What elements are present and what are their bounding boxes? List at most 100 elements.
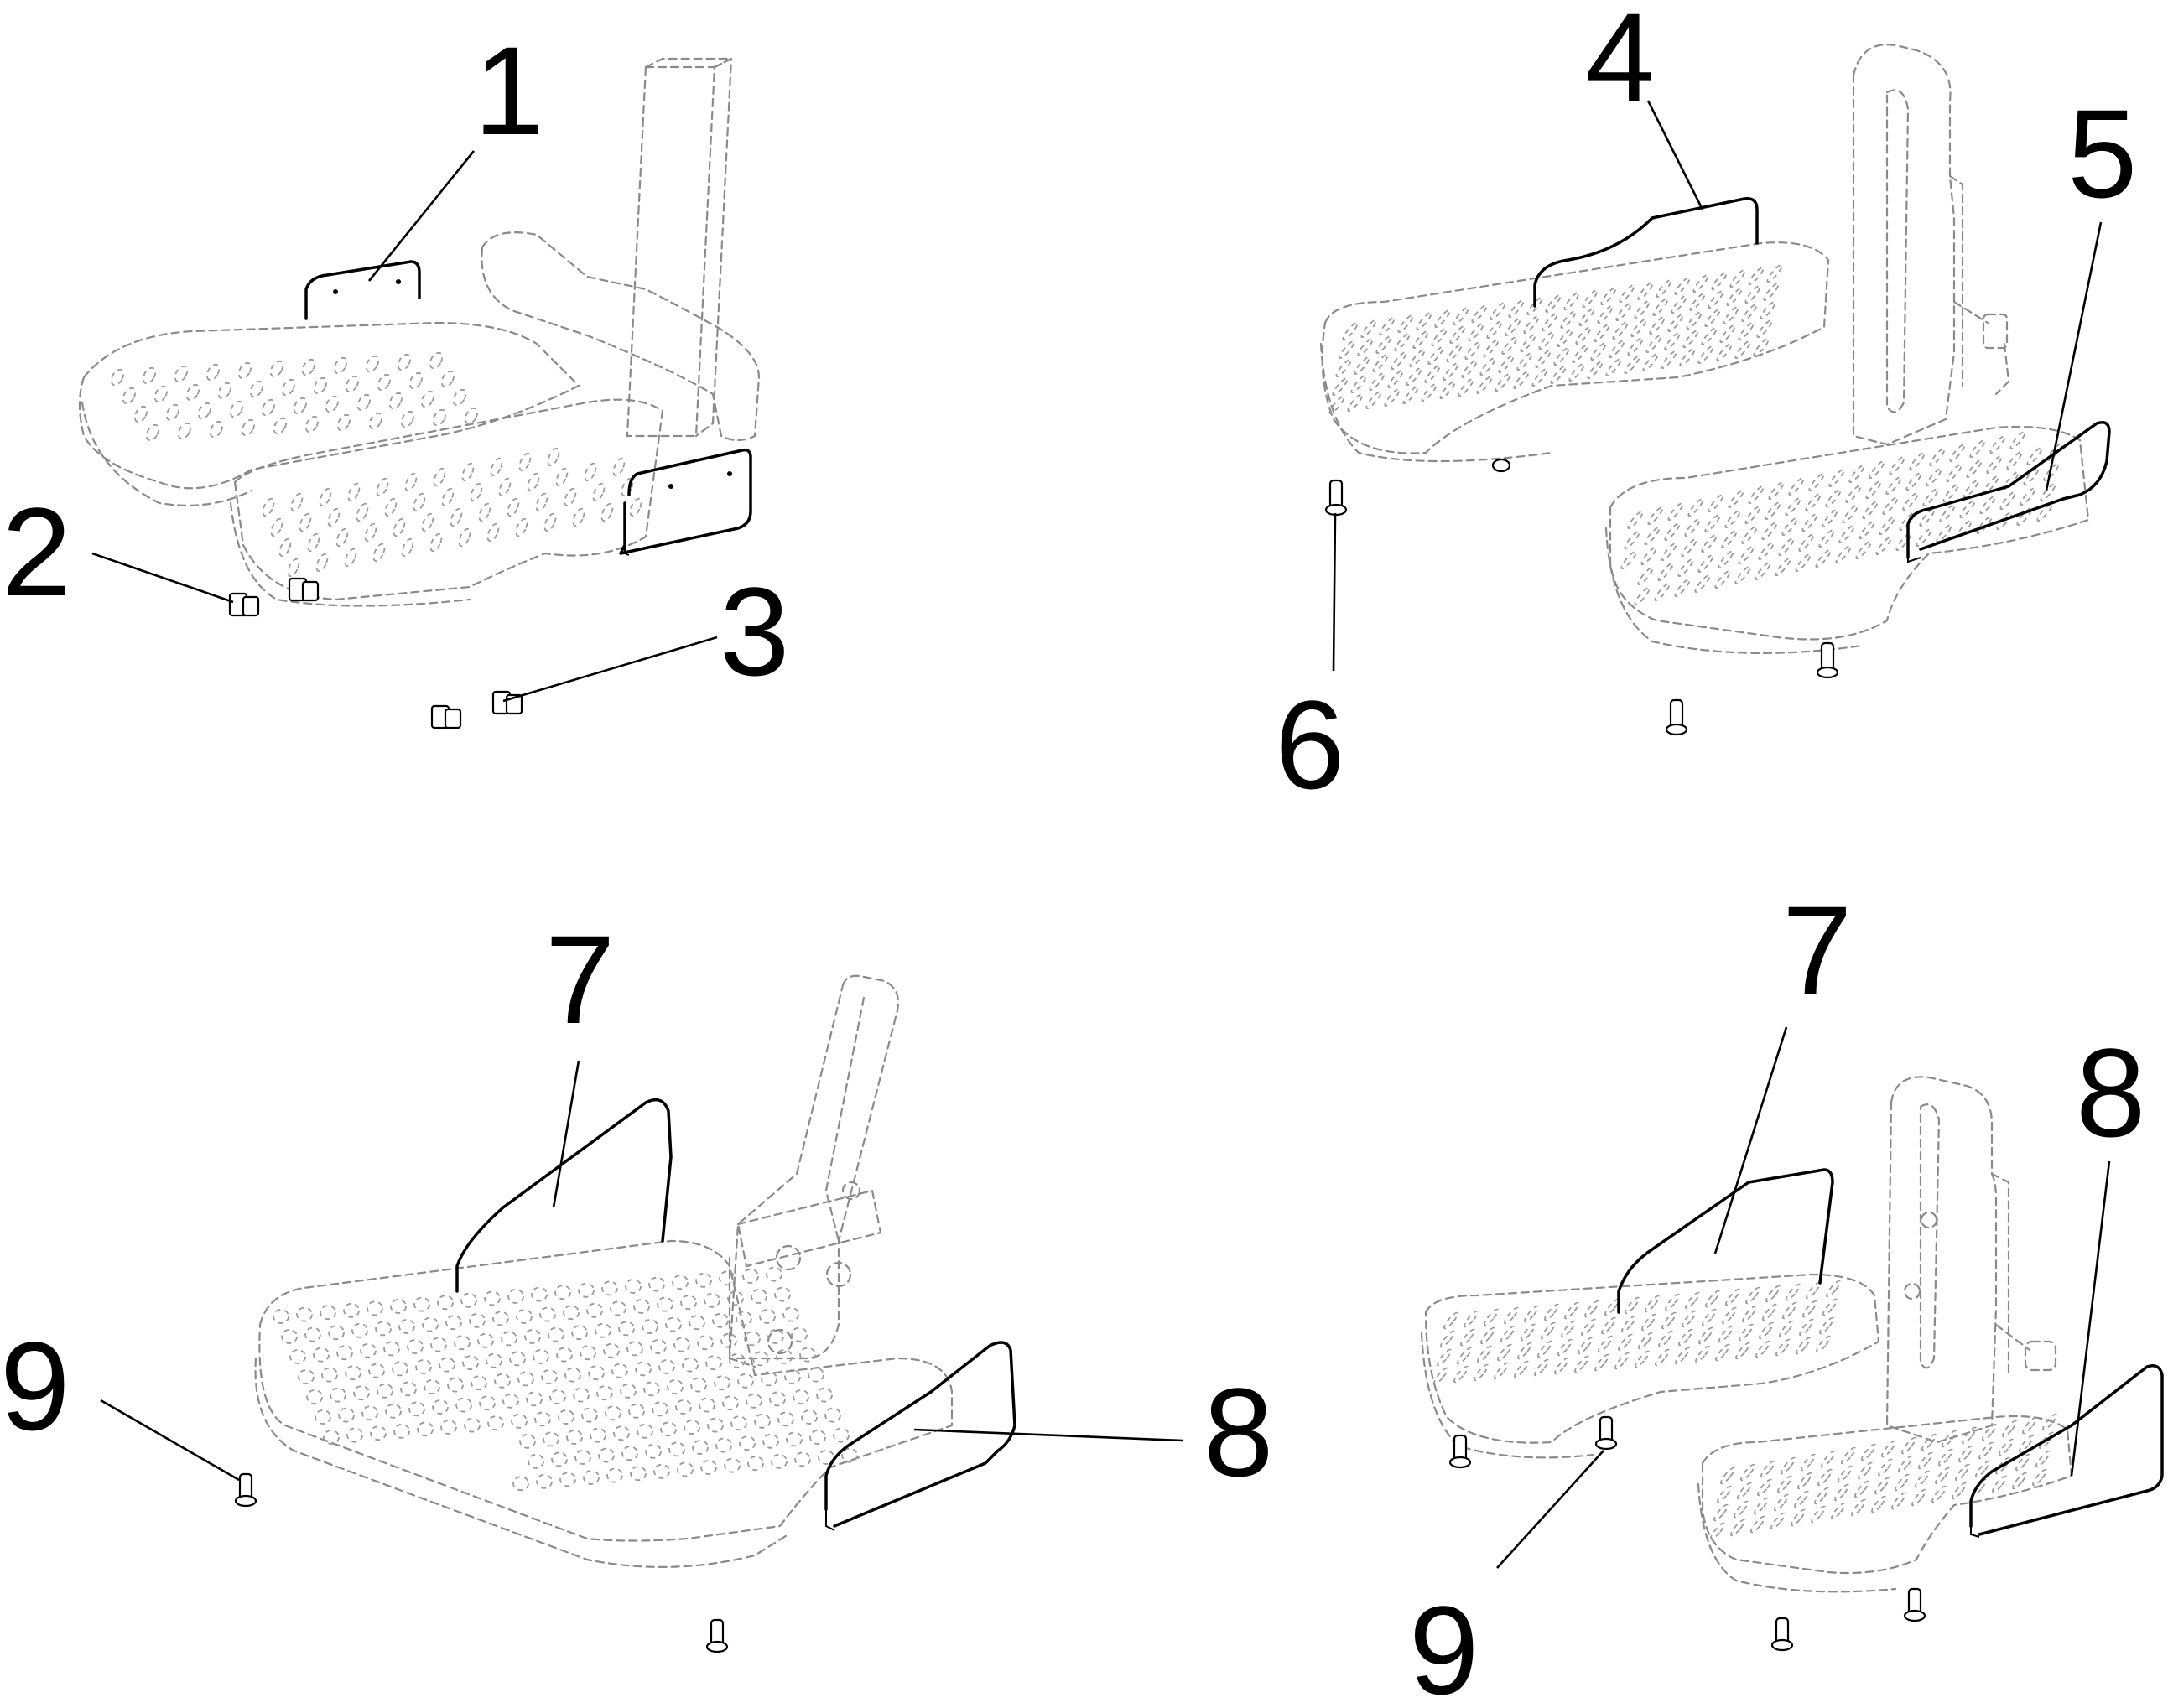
perforation-hole xyxy=(1347,392,1364,413)
perforation-hole xyxy=(1814,1487,1829,1505)
perforation-hole xyxy=(1654,582,1671,602)
perforation-hole xyxy=(1841,1446,1856,1465)
perforation-hole xyxy=(719,1270,736,1286)
perforation-hole xyxy=(1630,318,1647,338)
perforation-hole xyxy=(1921,1433,1937,1451)
perforation-hole xyxy=(1534,1358,1549,1377)
perforation-hole xyxy=(620,1383,637,1399)
perforation-hole xyxy=(315,553,329,573)
perforation-hole xyxy=(1915,1470,1930,1488)
perforation-hole xyxy=(1443,361,1459,382)
perforation-hole xyxy=(327,507,341,527)
perforation-hole xyxy=(429,351,444,370)
perforation-hole xyxy=(1942,483,1959,503)
perforation-hole xyxy=(447,1377,464,1393)
perforation-hole xyxy=(1365,390,1382,410)
perforation-hole xyxy=(1905,471,1922,491)
perforation-hole xyxy=(1645,334,1662,354)
perforation-hole xyxy=(1788,476,1805,496)
perforation-hole xyxy=(700,1460,717,1475)
perforation-hole xyxy=(509,1351,526,1367)
perforation-hole xyxy=(1766,263,1783,283)
perforation-hole xyxy=(1578,307,1595,327)
perforation-hole xyxy=(592,482,606,502)
perforation-hole xyxy=(707,1417,724,1433)
perforation-hole xyxy=(524,1329,541,1344)
perforation-hole xyxy=(1838,1465,1853,1483)
perforation-hole xyxy=(1714,569,1731,589)
perforation-hole xyxy=(1434,309,1451,329)
perforation-hole xyxy=(1554,1357,1569,1375)
perforation-hole xyxy=(1710,1522,1725,1540)
perforation-hole xyxy=(377,1383,393,1399)
callout-9a: 9 xyxy=(0,1316,70,1456)
perforation-hole xyxy=(588,1365,605,1381)
perforation-hole xyxy=(1524,1305,1539,1323)
callout-4: 4 xyxy=(1585,0,1655,127)
perforation-hole xyxy=(345,375,360,393)
perforation-hole xyxy=(533,1349,549,1364)
perforation-hole xyxy=(1694,574,1711,594)
perforation-hole xyxy=(1427,345,1444,366)
perforation-hole xyxy=(1520,333,1536,353)
perforation-hole xyxy=(432,408,447,427)
perforation-hole xyxy=(153,385,169,403)
perforation-hole xyxy=(665,1316,682,1332)
perforation-hole xyxy=(1756,319,1773,339)
perforation-hole xyxy=(1728,489,1744,509)
perforation-hole xyxy=(501,1331,517,1347)
perforation-hole xyxy=(1725,1288,1740,1306)
perforation-hole xyxy=(1644,526,1661,546)
perforation-hole xyxy=(516,1309,533,1324)
perforation-hole xyxy=(1946,463,1963,483)
part-6-bolts xyxy=(1324,458,1839,736)
perforation-hole xyxy=(205,363,221,382)
perforation-hole xyxy=(1821,1450,1836,1468)
perforation-hole xyxy=(746,1393,762,1409)
perforation-hole xyxy=(1618,1333,1633,1352)
perforation-hole xyxy=(1625,1296,1640,1315)
perforation-hole xyxy=(486,522,500,543)
perforation-hole xyxy=(321,1367,338,1383)
callout-2: 2 xyxy=(2,481,71,622)
perforation-hole xyxy=(1498,354,1515,374)
perforation-hole xyxy=(684,1420,700,1435)
perforation-hole xyxy=(1882,496,1899,516)
footplate-perforations xyxy=(1328,263,2063,606)
perforation-hole xyxy=(336,413,351,432)
perforation-hole xyxy=(1959,499,1976,519)
perforation-hole xyxy=(1681,537,1697,558)
perforation-hole xyxy=(689,1315,705,1331)
perforation-hole xyxy=(269,360,284,378)
perforation-hole xyxy=(517,1371,534,1387)
perforation-hole xyxy=(484,1290,501,1306)
perforation-hole xyxy=(2036,502,2053,522)
perforation-hole xyxy=(1682,1310,1697,1328)
perforation-hole xyxy=(1845,484,1862,504)
perforation-hole xyxy=(384,497,398,517)
perforation-hole xyxy=(1739,1323,1754,1342)
perforation-hole xyxy=(677,1461,694,1477)
perforation-hole xyxy=(1505,317,1521,337)
perforation-hole xyxy=(328,1325,345,1341)
perforation-hole xyxy=(1484,1308,1499,1326)
perforation-hole xyxy=(1501,335,1518,356)
perforation-hole xyxy=(1949,443,1966,463)
perforation-hole xyxy=(682,1357,699,1373)
perforation-hole xyxy=(1387,369,1404,389)
perforation-hole xyxy=(782,1306,799,1322)
perforation-hole xyxy=(1722,1306,1737,1325)
perforation-hole xyxy=(714,1375,730,1391)
clamp-hardware xyxy=(1994,1323,2057,1372)
perforation-hole xyxy=(498,477,512,497)
perforation-hole xyxy=(519,1433,536,1449)
perforation-hole xyxy=(1523,314,1540,335)
perforation-hole xyxy=(600,502,614,522)
perforation-hole xyxy=(518,452,532,472)
perforation-hole xyxy=(420,390,435,408)
perforation-hole xyxy=(1526,296,1543,316)
perforation-hole xyxy=(1600,286,1617,306)
clamp-hardware xyxy=(1952,300,2010,396)
perforation-hole xyxy=(1795,553,1812,573)
